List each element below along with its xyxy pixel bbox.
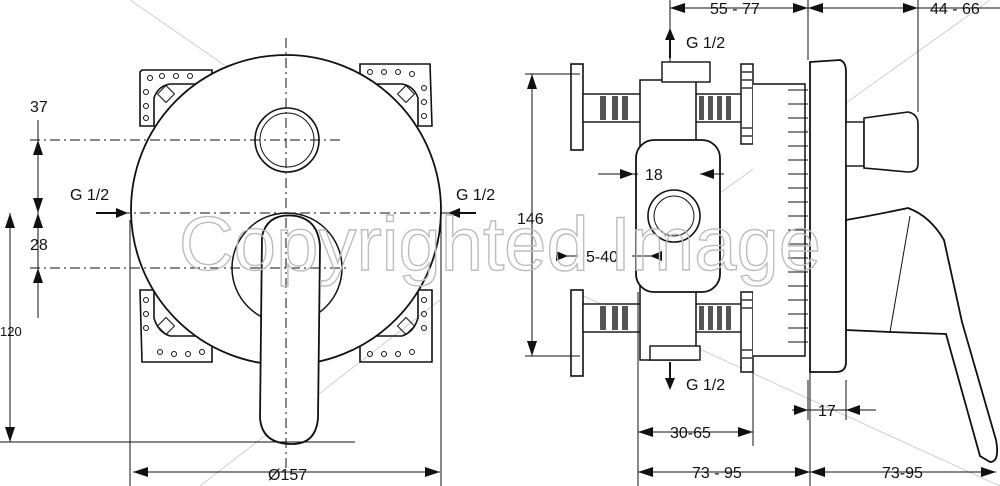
dim-diameter-label: Ø157	[268, 467, 307, 484]
dim-30-65-label: 30-65	[670, 425, 711, 442]
side-view: 55 - 77 44 - 66 G 1/2 146 18 5-40 G 1/2	[517, 0, 1000, 486]
front-view: 37 28 120 G 1/2 G 1/2 Ø157	[0, 38, 495, 486]
dim-5-40-label: 5-40	[586, 249, 618, 266]
mounting-bracket-top-right	[359, 63, 433, 127]
mounting-bracket-top-left	[139, 69, 213, 127]
dim-73-95-handle-label: 73-95	[882, 465, 923, 482]
side-bottom-port-label: G 1/2	[686, 377, 725, 394]
dim-120-label: 120	[0, 324, 22, 339]
lever-side	[845, 207, 999, 463]
dim-37-label: 37	[30, 99, 48, 116]
dim-17-label: 17	[818, 403, 836, 420]
mounting-bracket-bottom-right	[359, 289, 433, 363]
watermark-text: Copyrighted Image	[179, 202, 821, 287]
dim-18-label: 18	[645, 167, 663, 184]
side-top-port-label: G 1/2	[686, 35, 725, 52]
front-left-inlet-label: G 1/2	[70, 187, 109, 204]
dim-55-77-label: 55 - 77	[710, 1, 760, 18]
dim-146-label: 146	[517, 211, 544, 228]
dim-44-66-label: 44 - 66	[930, 1, 980, 18]
lever-handle	[259, 214, 321, 445]
dim-28-label: 28	[30, 237, 48, 254]
rosette-side	[809, 59, 847, 373]
dim-73-95-label: 73 - 95	[692, 465, 742, 482]
front-right-inlet-label: G 1/2	[456, 187, 495, 204]
